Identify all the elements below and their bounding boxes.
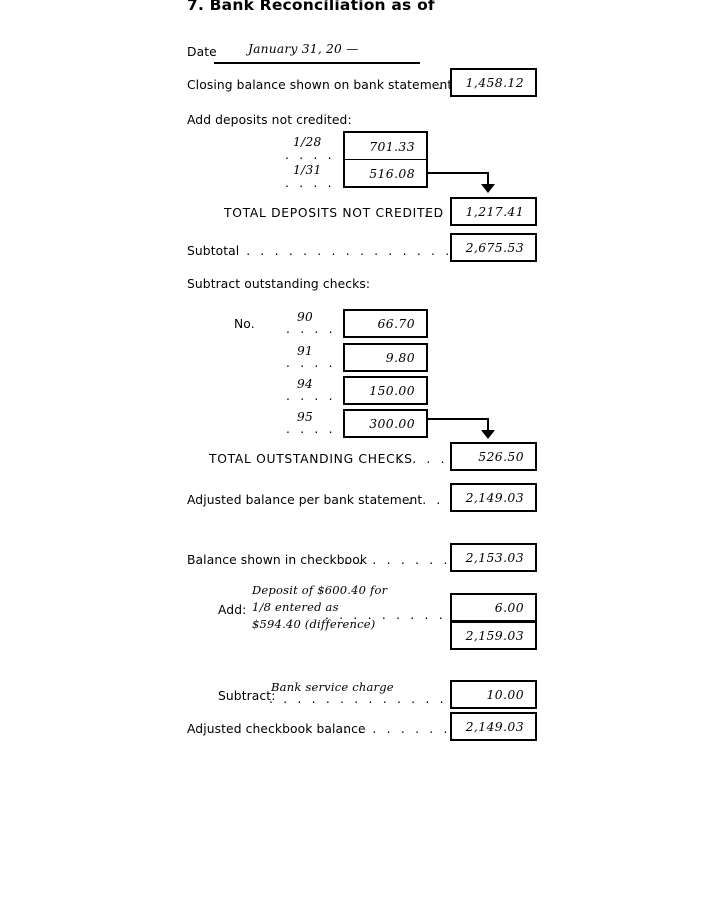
deposit-leader-2: . . . . . <box>285 176 349 190</box>
check-no-label: No. <box>234 317 255 331</box>
check-amount-3: 150.00 <box>369 383 415 398</box>
subtract-note[interactable]: Bank service charge <box>271 680 394 694</box>
total-checks-value: 526.50 <box>478 449 524 464</box>
total-deposits-leader: . . <box>424 206 446 220</box>
total-deposits-value: 1,217.41 <box>465 204 524 219</box>
checkbook-balance-value: 2,153.03 <box>465 550 524 565</box>
add-amount-value: 6.00 <box>494 600 524 615</box>
add-label: Add: <box>218 603 247 617</box>
subtotal-leader: . . . . . . . . . . . . . . . . . . <box>232 244 481 258</box>
check-number-4[interactable]: 95 <box>297 410 314 424</box>
subtotal-box[interactable]: 2,675.53 <box>450 233 537 262</box>
checkbook-balance-leader: . . . . . . . . . <box>344 553 465 567</box>
closing-balance-leader: . . <box>424 78 446 92</box>
check-amount-2: 9.80 <box>385 350 415 365</box>
add-note-line-2[interactable]: 1/8 entered as <box>252 600 339 614</box>
total-checks-label: TOTAL OUTSTANDING CHECKS <box>209 452 413 466</box>
add-result-value: 2,159.03 <box>465 628 524 643</box>
adjusted-bank-box[interactable]: 2,149.03 <box>450 483 537 512</box>
subtotal-label: Subtotal <box>187 244 240 258</box>
closing-balance-label: Closing balance shown on bank statement <box>187 78 453 92</box>
adjusted-bank-label: Adjusted balance per bank statement <box>187 493 423 507</box>
total-checks-box[interactable]: 526.50 <box>450 442 537 471</box>
add-leader: . . . . . . . . . . . <box>325 608 475 622</box>
subtract-leader: . . . . . . . . . . . . . . . . . <box>269 692 504 706</box>
date-label: Date <box>187 45 217 59</box>
check-amount-box-3[interactable]: 150.00 <box>343 376 428 405</box>
date-underline <box>214 62 420 64</box>
deposit-connector-horizontal <box>428 172 489 174</box>
checks-connector-vertical <box>487 418 489 432</box>
total-deposits-label: TOTAL DEPOSITS NOT CREDITED <box>224 206 444 220</box>
adjusted-checkbook-box[interactable]: 2,149.03 <box>450 712 537 741</box>
page-title: 7. Bank Reconciliation as of <box>187 0 435 14</box>
deposit-date-1[interactable]: 1/28 <box>293 135 322 149</box>
add-amount-box[interactable]: 6.00 <box>450 593 537 622</box>
check-amount-box-2[interactable]: 9.80 <box>343 343 428 372</box>
adjusted-checkbook-label: Adjusted checkbook balance <box>187 722 366 736</box>
adjusted-bank-leader: . . . . <box>408 493 458 507</box>
check-amount-1: 66.70 <box>377 316 415 331</box>
check-number-3[interactable]: 94 <box>297 377 314 391</box>
subtract-checks-label: Subtract outstanding checks: <box>187 277 371 291</box>
subtract-amount-value: 10.00 <box>486 687 524 702</box>
closing-balance-box[interactable]: 1,458.12 <box>450 68 537 97</box>
closing-balance-value: 1,458.12 <box>465 75 524 90</box>
deposit-amount-box-1[interactable]: 701.33 <box>343 131 428 160</box>
adjusted-bank-value: 2,149.03 <box>465 490 524 505</box>
adjusted-checkbook-leader: . . . . . . . . . <box>344 722 465 736</box>
checkbook-balance-label: Balance shown in checkbook <box>187 553 368 567</box>
deposit-amount-1: 701.33 <box>369 138 415 154</box>
add-note-line-3[interactable]: $594.40 (difference) <box>252 617 376 631</box>
deposit-connector-vertical <box>487 172 489 186</box>
add-deposits-label: Add deposits not credited: <box>187 113 352 127</box>
total-checks-leader: . . . . . <box>398 452 462 466</box>
deposit-amount-2: 516.08 <box>369 165 415 181</box>
check-number-1[interactable]: 90 <box>297 310 314 324</box>
checks-connector-horizontal <box>428 418 489 420</box>
checkbook-balance-box[interactable]: 2,153.03 <box>450 543 537 572</box>
adjusted-checkbook-value: 2,149.03 <box>465 719 524 734</box>
date-value[interactable]: January 31, 20 — <box>248 42 359 56</box>
total-deposits-box[interactable]: 1,217.41 <box>450 197 537 226</box>
check-amount-4: 300.00 <box>369 416 415 431</box>
subtotal-value: 2,675.53 <box>465 240 524 255</box>
add-result-box[interactable]: 2,159.03 <box>450 621 537 650</box>
deposit-amount-box-2[interactable]: 516.08 <box>343 159 428 188</box>
deposit-date-2[interactable]: 1/31 <box>293 163 322 177</box>
check-amount-box-4[interactable]: 300.00 <box>343 409 428 438</box>
check-amount-box-1[interactable]: 66.70 <box>343 309 428 338</box>
subtract-amount-box[interactable]: 10.00 <box>450 680 537 709</box>
deposit-leader-1: . . . . . <box>285 148 349 162</box>
deposit-connector-arrow-icon <box>481 184 495 193</box>
checks-connector-arrow-icon <box>481 430 495 439</box>
subtract-label: Subtract: <box>218 689 276 703</box>
check-number-2[interactable]: 91 <box>297 344 314 358</box>
add-note-line-1[interactable]: Deposit of $600.40 for <box>252 583 388 597</box>
